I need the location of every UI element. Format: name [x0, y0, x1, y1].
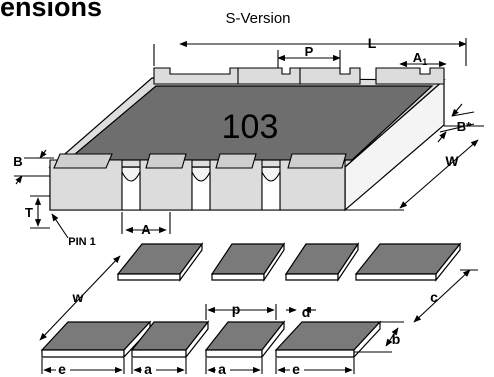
label-c: c	[430, 289, 438, 305]
dimension-line-w	[399, 139, 479, 209]
footprint-pads	[40, 242, 462, 359]
label-e-right: e	[292, 361, 300, 377]
dimension-line-c	[413, 269, 471, 323]
lower-pad-row	[40, 320, 382, 359]
label-a: A	[141, 222, 151, 237]
header-title-fragment: ensions	[0, 0, 102, 22]
label-d: d	[302, 304, 311, 320]
label-p-small: p	[232, 301, 241, 317]
label-b-small: b	[392, 331, 401, 347]
upper-pad-row	[116, 242, 462, 282]
label-p: P	[305, 44, 314, 59]
label-w: W	[445, 153, 459, 169]
label-w-small: w	[72, 289, 84, 305]
label-l: L	[368, 35, 377, 51]
back-terminals	[153, 67, 445, 85]
label-a1: A1	[413, 50, 427, 67]
footprint-dimensions: w p d c b e a	[39, 255, 478, 377]
label-e-left: e	[58, 361, 66, 377]
label-a-2: a	[218, 361, 226, 377]
version-label: S-Version	[225, 10, 290, 27]
resistor-chip: 103	[48, 67, 446, 212]
front-terminals	[49, 159, 346, 211]
pin-1-label: PIN 1	[68, 236, 96, 248]
chip-marking: 103	[222, 108, 279, 146]
dimension-line-w-small	[39, 255, 121, 341]
label-b: B	[13, 154, 22, 169]
chip-dimensions: L P A1 B* W B T PIN 1	[13, 35, 484, 248]
label-a-1: a	[144, 361, 152, 377]
label-t: T	[25, 205, 33, 220]
